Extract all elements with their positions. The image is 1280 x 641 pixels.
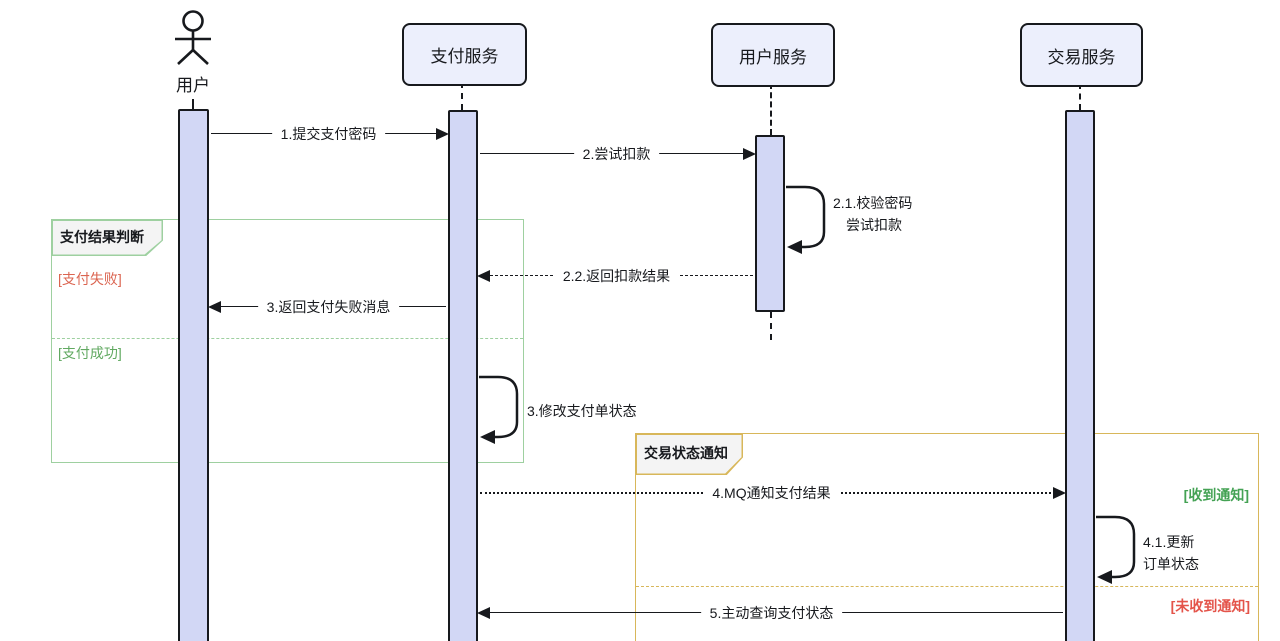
activation-bar-trade-service: [1065, 110, 1095, 641]
message-label: 2.2.返回扣款结果: [553, 268, 680, 284]
message-label: 5.主动查询支付状态: [700, 605, 843, 621]
message-label-line2: 订单状态: [1143, 556, 1199, 572]
message-1-submit-password: 1.提交支付密码: [209, 126, 449, 142]
message-label-line1: 4.1.更新: [1143, 534, 1195, 550]
frame-label-trade-notify: 交易状态通知: [635, 433, 743, 475]
participant-box-trade-service: 交易服务: [1020, 23, 1143, 87]
arrowhead-right-icon: [436, 128, 449, 140]
self-message-3-curve: [479, 375, 519, 444]
actor-label-user: 用户: [176, 76, 210, 95]
message-2-try-deduct: 2.尝试扣款: [478, 146, 756, 162]
frame-divider: [52, 338, 523, 339]
arrowhead-right-icon: [1053, 487, 1066, 499]
self-message-3-label: 3.修改支付单状态: [527, 400, 637, 422]
message-label: 3.返回支付失败消息: [257, 299, 400, 315]
branch-label-payment-fail: [支付失败]: [58, 271, 122, 287]
self-message-4-1-label: 4.1.更新 订单状态: [1143, 531, 1199, 575]
participant-label: 交易服务: [1047, 47, 1116, 67]
message-label: 4.MQ通知支付结果: [703, 485, 840, 501]
message-label-line1: 2.1.校验密码: [833, 195, 913, 211]
participant-label: 用户服务: [739, 47, 807, 67]
branch-label-notify-received: [收到通知]: [1183, 487, 1249, 503]
message-label: 1.提交支付密码: [271, 126, 386, 142]
frame-title: 交易状态通知: [644, 445, 728, 461]
message-2-2-return-deduct-result: 2.2.返回扣款结果: [477, 268, 755, 284]
lifeline-user-service-tail: [770, 312, 772, 340]
self-message-2-1-curve: [786, 185, 826, 254]
lifeline-user: [192, 99, 194, 109]
arrowhead-left-icon: [208, 301, 221, 313]
actor-person-icon: [175, 10, 211, 65]
activation-bar-user: [178, 109, 209, 641]
arrowhead-left-icon: [477, 270, 490, 282]
participant-box-user-service: 用户服务: [711, 23, 835, 87]
branch-label-payment-success: [支付成功]: [58, 345, 122, 361]
arrowhead-left-icon: [477, 607, 490, 619]
message-4-mq-notify-result: 4.MQ通知支付结果: [478, 485, 1066, 501]
frame-title: 支付结果判断: [60, 228, 144, 245]
frame-payment-result: 支付结果判断 [支付失败] [支付成功]: [51, 219, 524, 463]
lifeline-payment-service: [461, 82, 463, 110]
message-5-query-payment-status: 5.主动查询支付状态: [477, 605, 1065, 621]
lifeline-trade-service: [1079, 83, 1081, 110]
lifeline-user-service: [770, 83, 772, 135]
frame-label-bg: [636, 434, 742, 474]
branch-label-notify-not-received: [未收到通知]: [1170, 598, 1250, 614]
activation-bar-user-service: [755, 135, 785, 312]
self-message-2-1-label: 2.1.校验密码 尝试扣款: [833, 192, 912, 236]
frame-divider: [636, 586, 1258, 587]
self-message-4-1-curve: [1096, 515, 1136, 584]
message-label-line2: 尝试扣款: [846, 217, 902, 233]
frame-label-bg: [52, 220, 162, 255]
message-3-return-payment-fail: 3.返回支付失败消息: [208, 299, 448, 315]
frame-label-payment-result: 支付结果判断: [51, 219, 163, 256]
participant-label: 支付服务: [430, 47, 499, 66]
participant-box-payment-service: 支付服务: [402, 23, 527, 86]
frame-trade-notify: 交易状态通知 [收到通知] [未收到通知]: [635, 433, 1259, 641]
activation-bar-payment-service: [448, 110, 478, 641]
message-label: 3.修改支付单状态: [527, 403, 637, 419]
message-label: 2.尝试扣款: [573, 146, 660, 162]
arrowhead-right-icon: [743, 148, 756, 160]
